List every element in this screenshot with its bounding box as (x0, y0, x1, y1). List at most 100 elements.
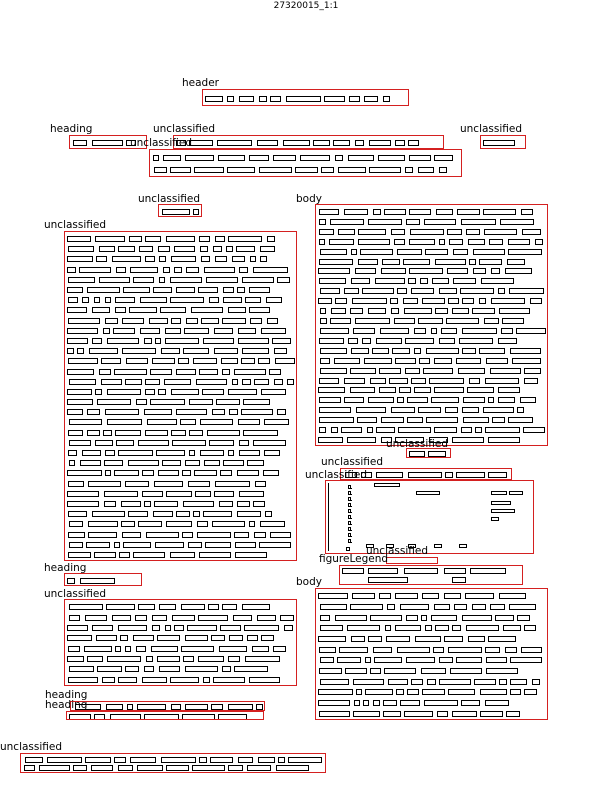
word-box (274, 348, 287, 355)
word-box (151, 645, 178, 652)
word-box (239, 490, 264, 497)
word-box (75, 704, 101, 710)
word-box (258, 358, 270, 365)
word-box (320, 308, 326, 315)
word-box (68, 429, 83, 436)
word-box (99, 276, 130, 283)
word-box (105, 317, 118, 324)
region-label-body-right: body (296, 193, 322, 205)
region-label-heading-1: heading (50, 123, 93, 135)
word-box (68, 276, 95, 283)
word-box (253, 439, 286, 446)
word-box (459, 337, 493, 344)
word-box (399, 387, 411, 394)
word-box (369, 140, 391, 146)
word-box (368, 218, 402, 225)
word-box (204, 460, 220, 467)
word-box (249, 521, 255, 528)
word-box (133, 551, 165, 558)
word-box (123, 541, 151, 548)
word-box (205, 541, 231, 548)
word-box (166, 490, 192, 497)
word-box (204, 266, 235, 273)
word-box (484, 318, 499, 325)
word-box (249, 307, 270, 314)
word-box (491, 298, 525, 305)
word-box (119, 551, 130, 558)
word-box (376, 427, 395, 434)
word-box (418, 407, 441, 414)
word-box (165, 624, 171, 631)
region-unclassified-top2 (149, 149, 462, 177)
word-box (118, 765, 133, 771)
word-box (405, 167, 413, 173)
word-box (488, 472, 507, 478)
word-box (351, 347, 369, 354)
word-box (68, 551, 91, 558)
word-box (405, 367, 420, 374)
word-box (99, 368, 111, 375)
figure-text-box (459, 544, 467, 548)
word-box (185, 635, 208, 642)
word-box (350, 387, 375, 394)
word-box (461, 218, 496, 225)
region-label-unclassified-top: unclassified (153, 123, 216, 135)
word-box (445, 472, 453, 478)
word-box (264, 450, 280, 457)
word-box (253, 266, 288, 273)
word-box (364, 95, 378, 102)
word-box (67, 337, 88, 344)
word-box (260, 246, 275, 253)
word-box (144, 337, 152, 344)
region-label-unclassified-mid: unclassified (386, 438, 449, 450)
word-box (357, 417, 377, 424)
word-box (462, 327, 497, 334)
word-box (259, 167, 292, 173)
word-box (227, 95, 234, 102)
word-box (217, 140, 252, 146)
word-box (199, 551, 231, 558)
word-box (288, 757, 322, 763)
word-box (171, 429, 186, 436)
word-box (338, 167, 366, 173)
word-box (333, 140, 350, 146)
word-box (80, 577, 115, 584)
word-box (222, 604, 237, 611)
word-box (186, 266, 199, 273)
word-box (88, 531, 117, 538)
word-box (77, 348, 84, 355)
word-box (479, 347, 505, 354)
word-box (360, 248, 393, 255)
word-box (489, 238, 503, 245)
word-box (510, 678, 527, 685)
word-box (160, 307, 186, 314)
word-box (67, 256, 93, 263)
word-box (256, 704, 263, 710)
word-box (344, 377, 365, 384)
word-box (355, 268, 376, 275)
word-box (270, 531, 291, 538)
word-box (238, 337, 269, 344)
word-box (122, 317, 144, 324)
word-box (69, 439, 91, 446)
word-box (110, 713, 141, 719)
word-box (483, 140, 515, 146)
word-box (319, 258, 353, 265)
word-box (429, 437, 448, 444)
word-box (452, 577, 466, 583)
word-box (524, 377, 538, 384)
word-box (319, 238, 325, 245)
figure-text-box (509, 491, 523, 495)
word-box (345, 668, 367, 674)
word-box (362, 337, 371, 344)
word-box (396, 689, 404, 696)
word-box (330, 218, 364, 225)
figure-text-box (348, 497, 352, 501)
word-box (69, 614, 80, 621)
word-box (318, 689, 353, 696)
word-box (446, 318, 479, 325)
word-box (114, 470, 139, 477)
word-box (407, 689, 419, 696)
figure-text-box (348, 485, 352, 489)
word-box (373, 700, 380, 706)
